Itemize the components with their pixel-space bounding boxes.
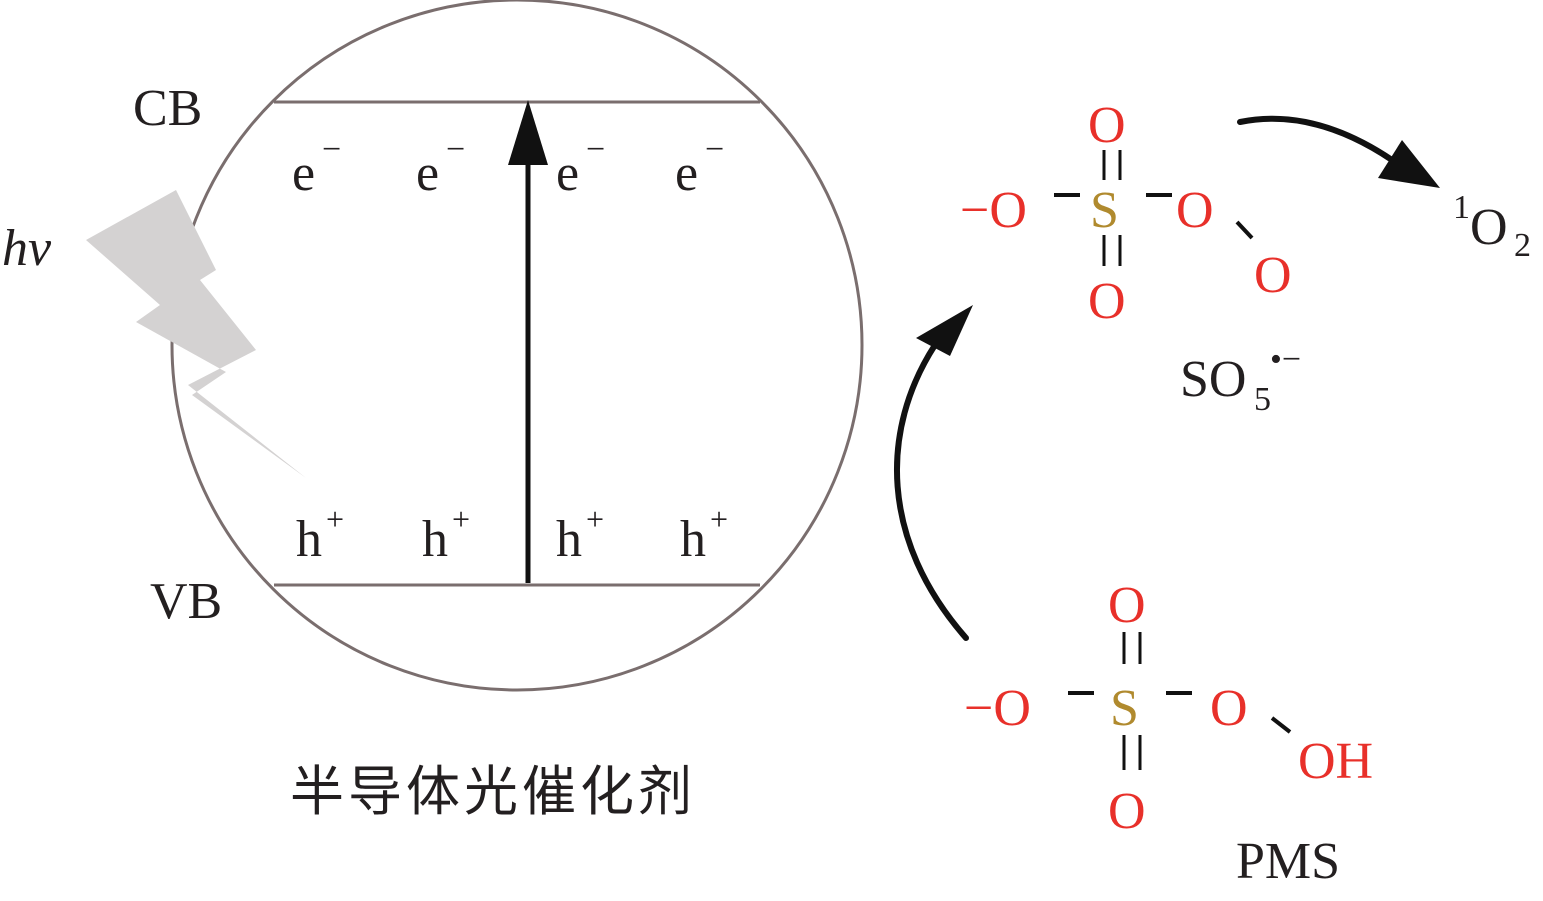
svg-text:SO: SO [1180,351,1246,408]
cb-label: CB [133,80,202,137]
svg-text:e: e [416,145,439,202]
excitation-arrow-head [508,100,548,165]
svg-text:h: h [556,511,582,568]
vb-label: VB [150,573,222,630]
svg-text:+: + [586,501,604,537]
svg-text:h: h [296,511,322,568]
so5-terminal-oxygen: O [1254,247,1292,304]
activation-arrow-head [916,305,973,356]
svg-text:e: e [675,145,698,202]
svg-text:5: 5 [1254,381,1271,418]
so5-radical-structure: O −O S O O O [960,97,1292,330]
pms-right-oxygen: O [1210,680,1248,737]
so5-left-oxygen: −O [960,182,1027,239]
pms-left-oxygen: −O [964,680,1031,737]
singlet-oxygen-arrow [1237,115,1395,163]
so5-sulfur: S [1090,182,1119,239]
so5-bottom-oxygen: O [1088,273,1126,330]
pms-bottom-oxygen: O [1108,783,1146,840]
pms-top-oxygen: O [1108,577,1146,634]
singlet-oxygen-arrow-head [1378,140,1440,188]
pms-sulfur: S [1110,680,1139,737]
lightning-bolt-icon [86,190,306,478]
hole-4: h + [680,501,728,568]
svg-text:•−: •− [1270,341,1301,378]
singlet-oxygen-label: 1 O 2 [1453,189,1531,264]
activation-arrow [894,342,969,641]
pms-label: PMS [1236,833,1340,890]
so5-right-oxygen: O [1176,182,1214,239]
svg-text:O: O [1470,199,1508,256]
svg-text:+: + [710,501,728,537]
svg-text:+: + [452,501,470,537]
pms-structure: O −O S O O OH [964,577,1373,840]
svg-text:h: h [422,511,448,568]
svg-text:e: e [292,145,315,202]
hole-1: h + [296,501,344,568]
svg-text:−: − [586,131,605,168]
so5-label: SO 5 •− [1180,341,1301,418]
pms-hydroxyl: OH [1298,733,1373,790]
semiconductor-circle [170,0,864,692]
hole-2: h + [422,501,470,568]
hole-3: h + [556,501,604,568]
electron-3: e − [556,131,605,202]
svg-text:e: e [556,145,579,202]
so5-top-oxygen: O [1088,97,1126,154]
svg-text:+: + [326,501,344,537]
electron-4: e − [675,131,724,202]
svg-text:h: h [680,511,706,568]
svg-text:−: − [446,131,465,168]
svg-text:1: 1 [1453,189,1470,226]
svg-text:2: 2 [1514,227,1531,264]
electron-1: e − [292,131,341,202]
svg-text:−: − [705,131,724,168]
catalyst-caption: 半导体光催化剂 [290,762,696,822]
hv-label: hv [2,220,52,277]
electron-2: e − [416,131,465,202]
svg-text:−: − [322,131,341,168]
